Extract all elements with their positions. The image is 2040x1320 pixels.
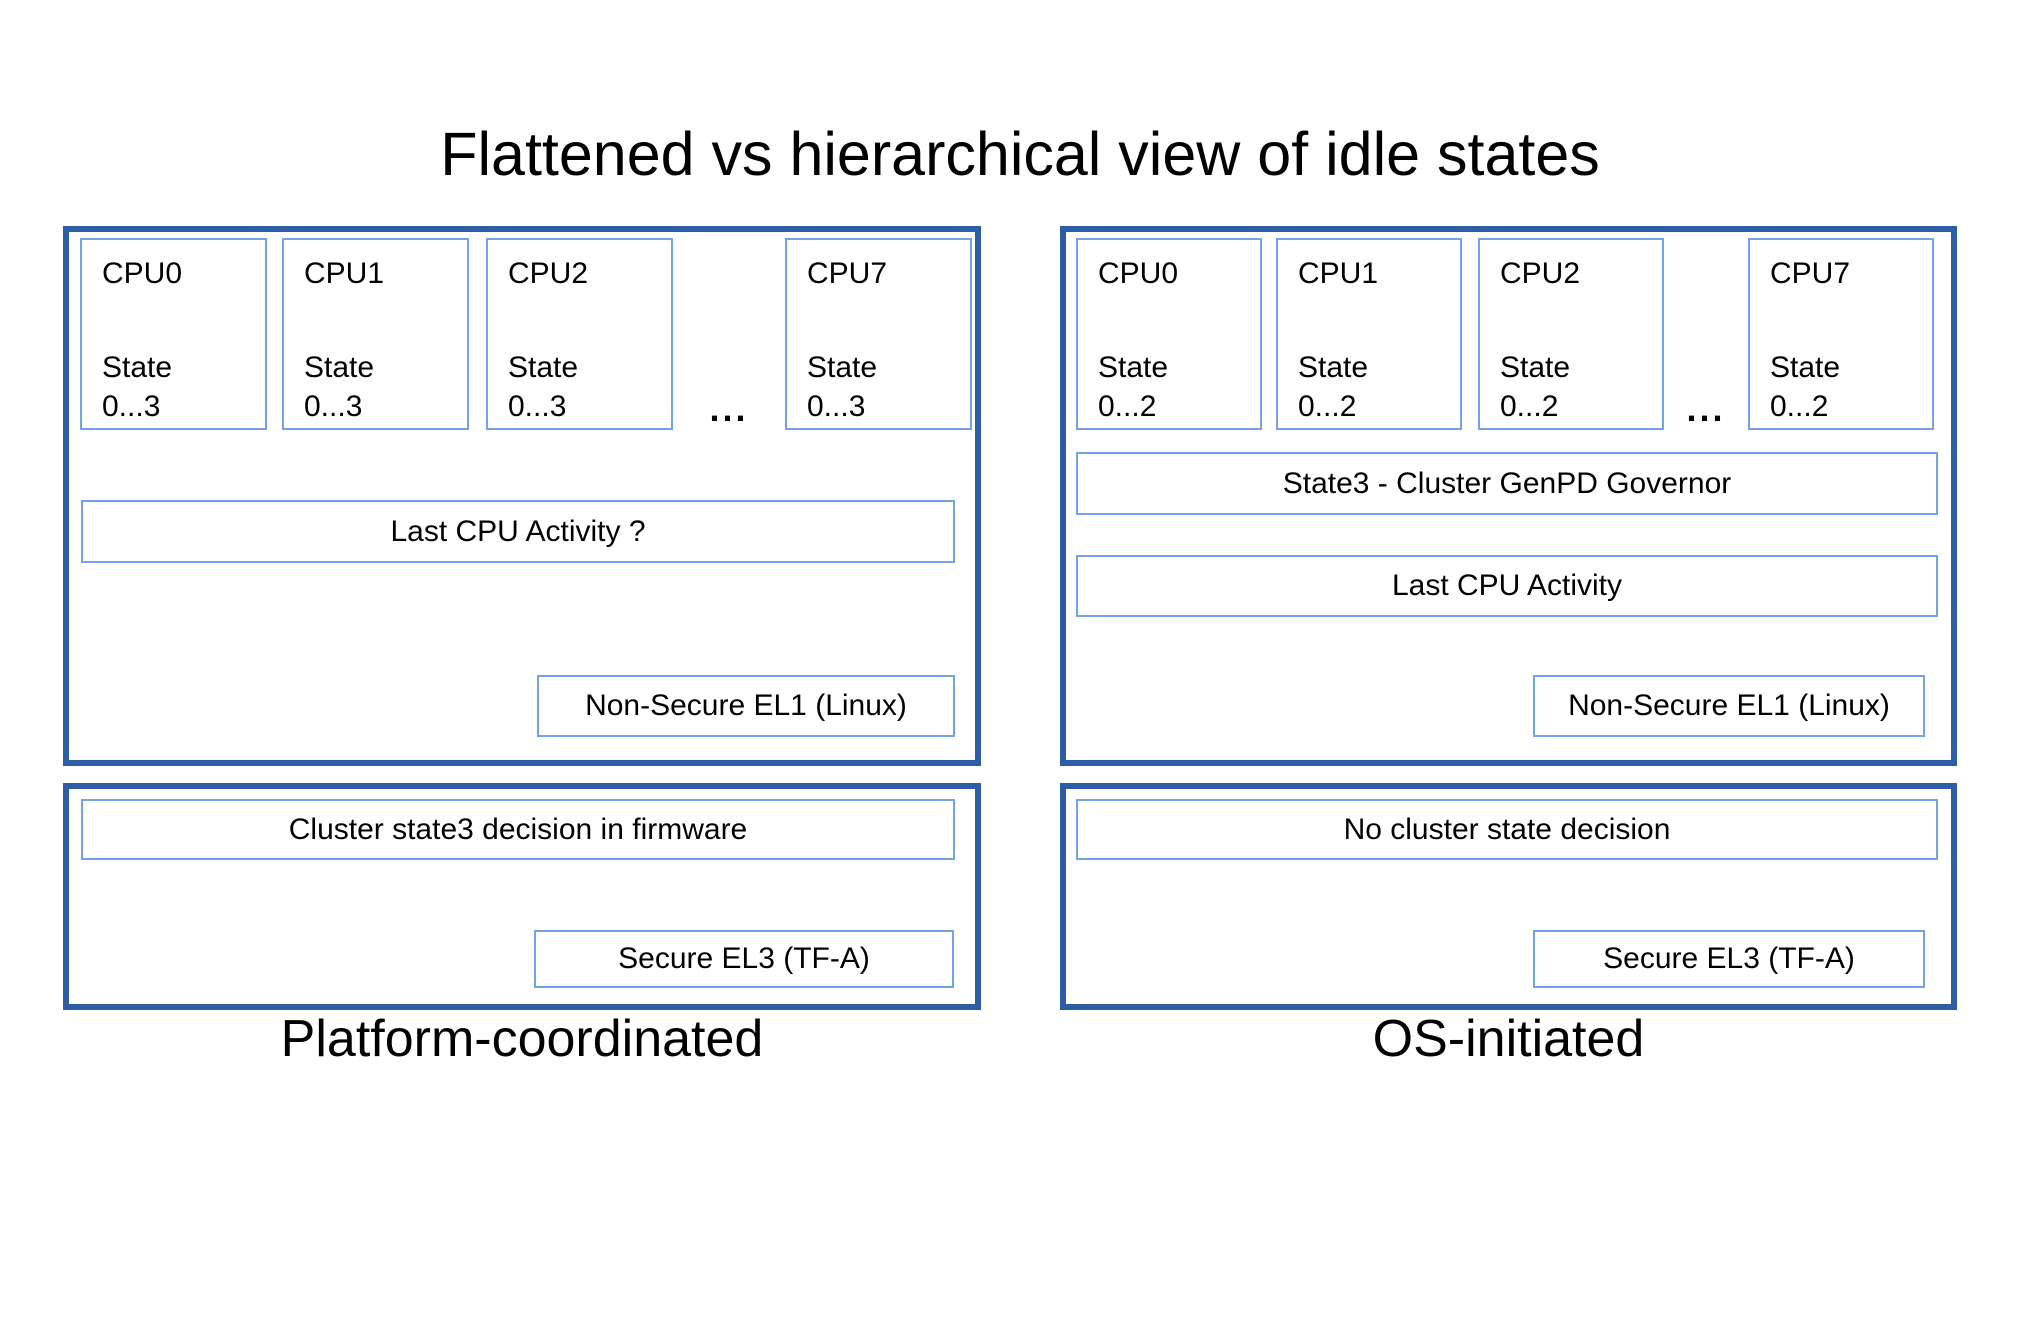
cpu-state: State 0...3 xyxy=(807,351,878,423)
cpu-box: CPU0 State 0...2 xyxy=(1076,238,1262,430)
cpu-name: CPU1 xyxy=(304,257,385,290)
cpu-box: CPU1 State 0...2 xyxy=(1276,238,1462,430)
ellipsis-dots: ... xyxy=(709,388,749,429)
cpu-name: CPU0 xyxy=(102,257,183,290)
cpu-state: State 0...2 xyxy=(1770,351,1841,423)
cpu-name: CPU2 xyxy=(508,257,589,290)
cpu-box: CPU2 State 0...2 xyxy=(1478,238,1664,430)
cpu-name: CPU0 xyxy=(1098,257,1179,290)
ellipsis-dots: ... xyxy=(1686,388,1726,429)
cpu-box: CPU7 State 0...2 xyxy=(1748,238,1934,430)
cluster-decision-box: No cluster state decision xyxy=(1076,799,1938,860)
cpu-name: CPU7 xyxy=(807,257,888,290)
cpu-box: CPU0 State 0...3 xyxy=(80,238,267,430)
nonsecure-el1-box: Non-Secure EL1 (Linux) xyxy=(537,675,955,737)
last-cpu-activity-box: Last CPU Activity xyxy=(1076,555,1938,617)
caption-os-initiated: OS-initiated xyxy=(1372,1010,1645,1068)
nonsecure-el1-box: Non-Secure EL1 (Linux) xyxy=(1533,675,1925,737)
cluster-genpd-governor-box: State3 - Cluster GenPD Governor xyxy=(1076,452,1938,515)
cpu-state: State 0...3 xyxy=(508,351,579,423)
secure-el3-box: Secure EL3 (TF-A) xyxy=(534,930,954,988)
cluster-decision-box: Cluster state3 decision in firmware xyxy=(81,799,955,860)
cpu-name: CPU7 xyxy=(1770,257,1851,290)
cpu-box: CPU1 State 0...3 xyxy=(282,238,469,430)
secure-el3-box: Secure EL3 (TF-A) xyxy=(1533,930,1925,988)
slide-title: Flattened vs hierarchical view of idle s… xyxy=(440,120,1600,188)
cpu-box: CPU2 State 0...3 xyxy=(486,238,673,430)
cpu-state: State 0...2 xyxy=(1298,351,1369,423)
caption-platform-coordinated: Platform-coordinated xyxy=(280,1010,764,1068)
cpu-box: CPU7 State 0...3 xyxy=(785,238,972,430)
cpu-state: State 0...2 xyxy=(1098,351,1169,423)
cpu-name: CPU2 xyxy=(1500,257,1581,290)
last-cpu-activity-box: Last CPU Activity ? xyxy=(81,500,955,563)
cpu-state: State 0...2 xyxy=(1500,351,1571,423)
cpu-state: State 0...3 xyxy=(102,351,173,423)
cpu-state: State 0...3 xyxy=(304,351,375,423)
cpu-name: CPU1 xyxy=(1298,257,1379,290)
